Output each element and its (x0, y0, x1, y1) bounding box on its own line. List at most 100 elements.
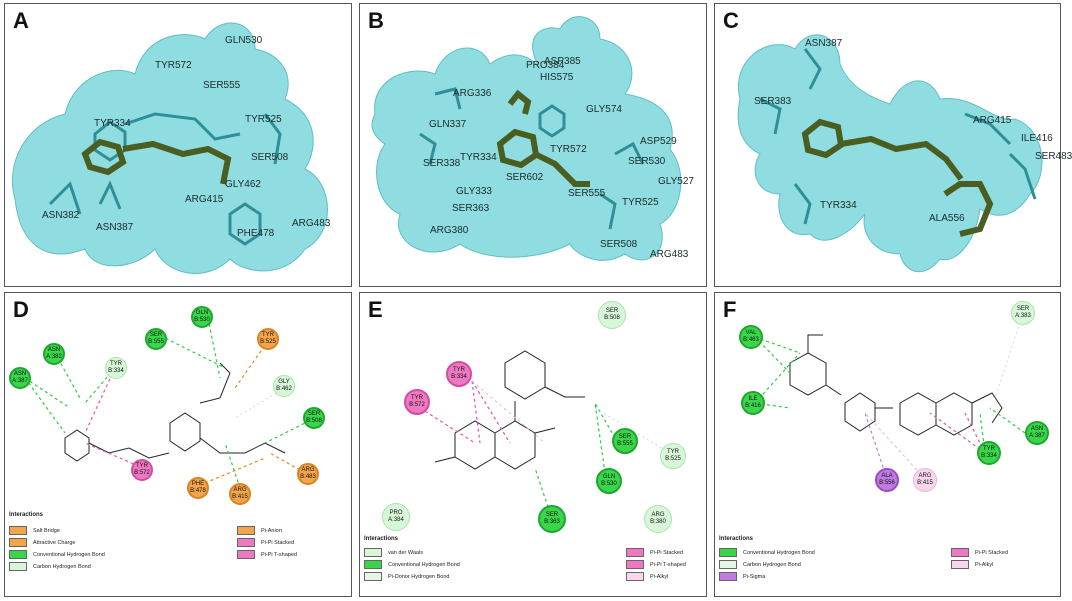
residue-label: ASN387 (96, 222, 134, 233)
legend-item: Pi-Pi Stacked (626, 548, 683, 557)
legend-swatch (364, 548, 382, 557)
residue-label: ARG483 (292, 218, 331, 229)
panel-c: C ASN387 SER383 ARG415 ILE416 SER483 TYR… (714, 3, 1072, 287)
legend-swatch (364, 560, 382, 569)
residue-label: HIS575 (540, 72, 574, 83)
panel-a: A TYR572 GLN530 SER555 TYR334 TYR525 SER… (4, 3, 352, 287)
legend-item: Pi-Pi T-shaped (626, 560, 686, 569)
residue-label: SER383 (754, 96, 792, 107)
residue-label: TYR572 (550, 144, 587, 155)
residue-label: ASP529 (640, 136, 677, 147)
interaction-lines-d (24, 317, 316, 489)
legend-title: Interactions (9, 512, 44, 518)
residue-label: SER555 (568, 188, 606, 199)
residue-label: GLY574 (586, 104, 622, 115)
panel-letter: C (723, 8, 739, 33)
legend-swatch (719, 560, 737, 569)
residue-label: PRO384 (526, 60, 565, 71)
legend-swatch (719, 548, 737, 557)
residue-label: SER363 (452, 203, 490, 214)
panel-d: D (4, 292, 352, 597)
legend-swatch (626, 560, 644, 569)
surface-c (737, 34, 1043, 273)
legend-swatch (364, 572, 382, 581)
legend-item: Pi-Alkyl (951, 560, 993, 569)
panel-f: F (714, 292, 1061, 597)
legend-item: Pi-Sigma (719, 572, 765, 581)
legend-item: Carbon Hydrogen Bond (719, 560, 801, 569)
legend-item: Pi-Pi Stacked (237, 538, 294, 547)
residue-label: ASN382 (42, 210, 80, 221)
residue-label: TYR525 (622, 197, 659, 208)
panel-letter: D (13, 297, 29, 322)
panel-b: B PRO384 ASP385 HIS575 ARG336 GLY574 GLN… (359, 3, 707, 287)
residue-label: GLY333 (456, 186, 492, 197)
panel-letter: B (368, 8, 384, 33)
legend-swatch (9, 550, 27, 559)
surface-b (371, 16, 682, 261)
legend-title: Interactions (719, 536, 754, 542)
residue-label: ARG483 (650, 249, 689, 260)
residue-label: SER508 (600, 239, 638, 250)
legend-swatch (237, 538, 255, 547)
residue-label: TYR572 (155, 60, 192, 71)
legend-title: Interactions (364, 536, 399, 542)
residue-label: GLN530 (225, 35, 263, 46)
legend-swatch (9, 538, 27, 547)
legend: Interactions Conventional Hydrogen Bond … (719, 536, 1049, 592)
legend-swatch (237, 550, 255, 559)
legend-item: Conventional Hydrogen Bond (9, 550, 105, 559)
legend-item: Carbon Hydrogen Bond (9, 562, 91, 571)
surface-a (11, 22, 328, 274)
residue-label: GLY527 (658, 176, 694, 187)
residue-label: TYR334 (460, 152, 497, 163)
legend-item: Pi-Pi T-shaped (237, 550, 297, 559)
legend-item: Pi-Pi Stacked (951, 548, 1008, 557)
legend-swatch (9, 562, 27, 571)
residue-label: SER483 (1035, 151, 1072, 162)
legend-item: Pi-Alkyl (626, 572, 668, 581)
residue-label: TYR334 (94, 118, 131, 129)
legend-swatch (237, 526, 255, 535)
residue-label: TYR334 (820, 200, 857, 211)
legend-swatch (951, 560, 969, 569)
legend-swatch (9, 526, 27, 535)
legend-item: Pi-Anion (237, 526, 282, 535)
residue-label: ARG415 (973, 115, 1012, 126)
legend-swatch (719, 572, 737, 581)
panel-letter: E (368, 297, 383, 322)
residue-label: ALA556 (929, 213, 965, 224)
residue-label: SER602 (506, 172, 544, 183)
panel-letter: F (723, 297, 737, 322)
residue-label: PHE478 (237, 228, 275, 239)
residue-label: ARG336 (453, 88, 492, 99)
residue-label: ARG415 (185, 194, 224, 205)
legend-swatch (626, 548, 644, 557)
residue-label: SER555 (203, 80, 241, 91)
